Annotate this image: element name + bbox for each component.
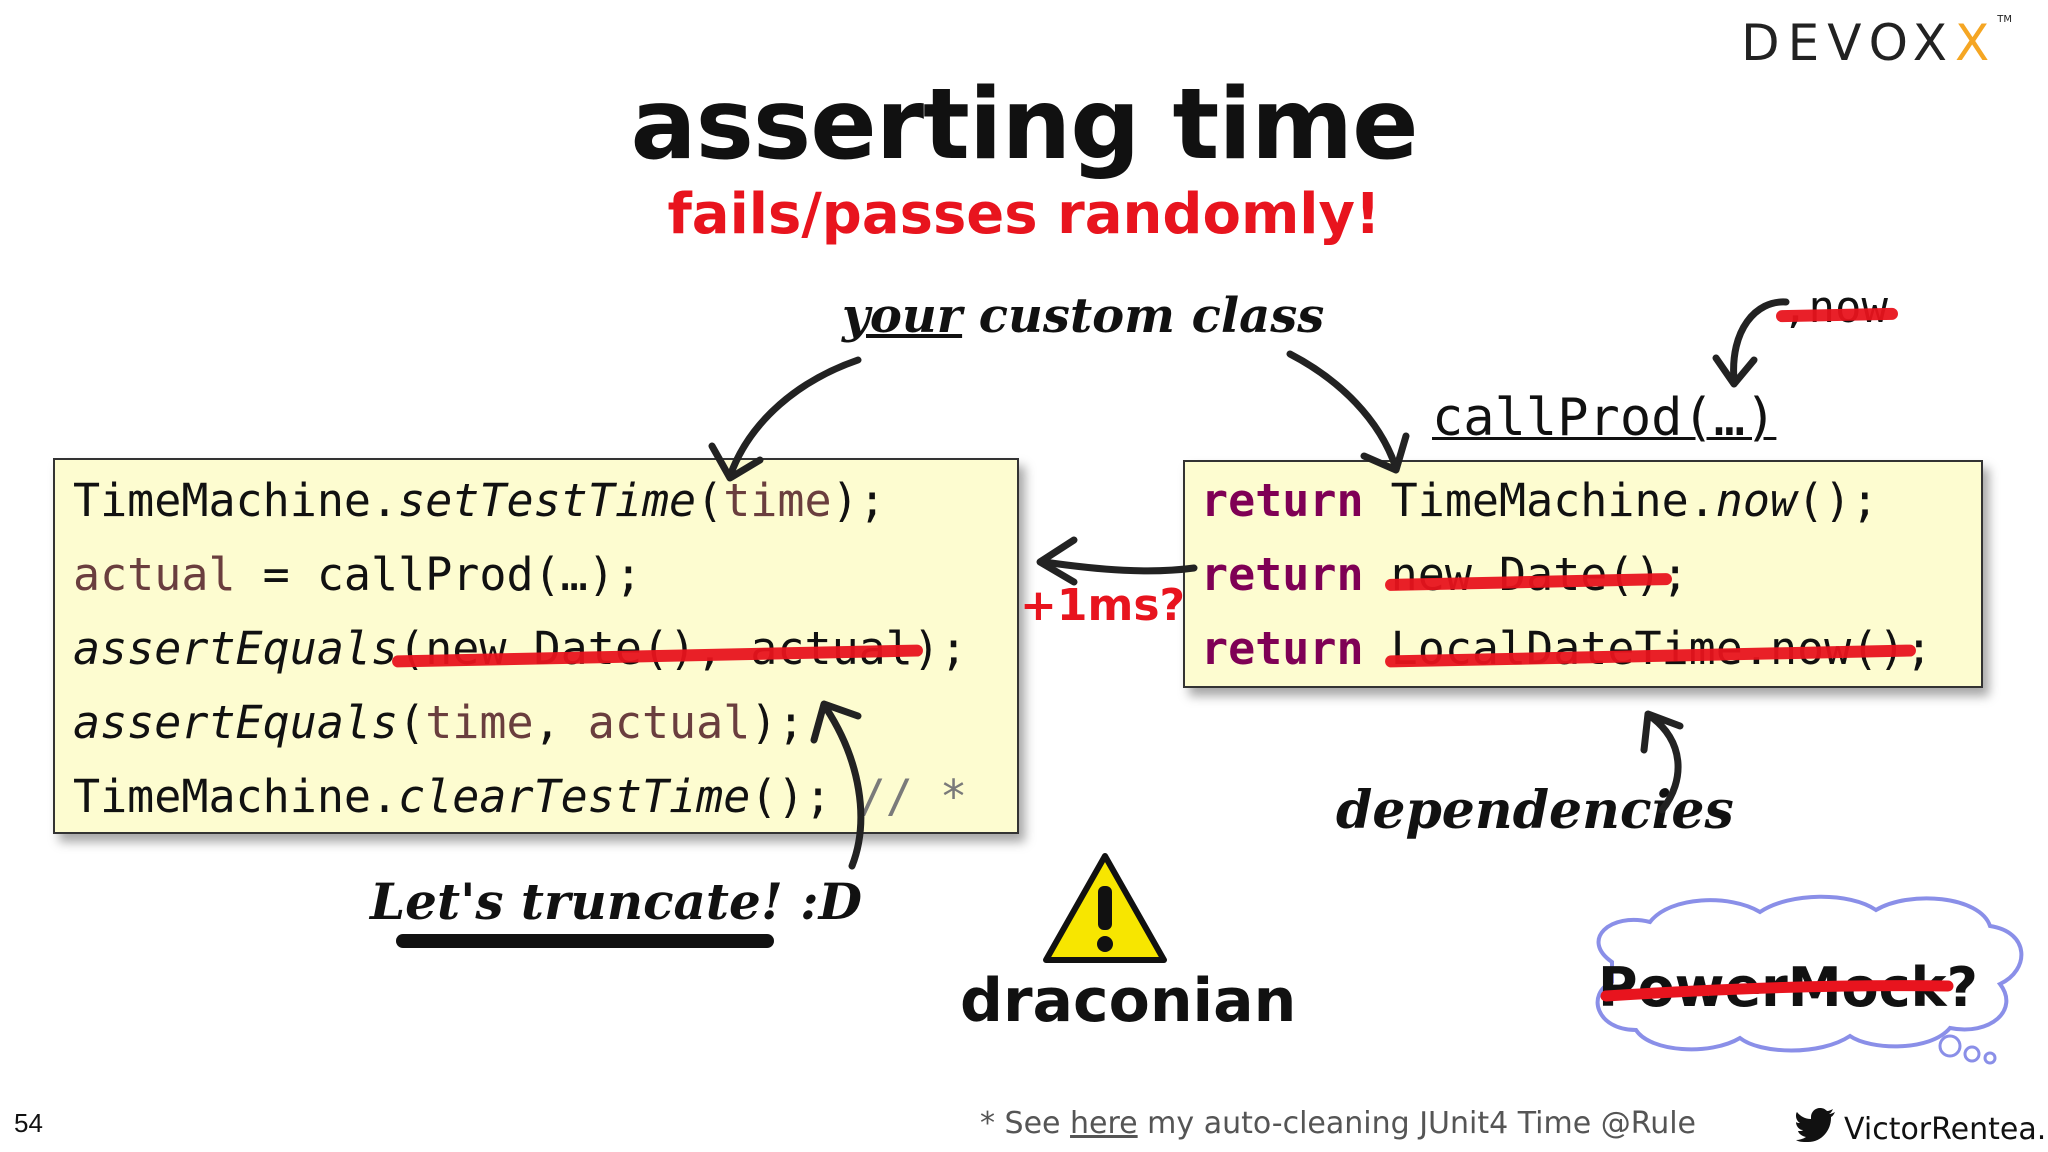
code-line-clear-test-time: TimeMachine.clearTestTime(); // * (73, 770, 968, 823)
code-line-return-new-date: return new Date(); (1201, 548, 1689, 601)
code-line-return-now: return TimeMachine.now(); (1201, 474, 1879, 527)
code-line-return-local-date-time: return LocalDateTime.now(); (1201, 622, 1933, 675)
footnote-link[interactable]: here (1070, 1106, 1138, 1141)
powermock-label: PowerMock? (1598, 956, 1978, 1019)
truncate-underline (396, 934, 774, 948)
test-code-box: TimeMachine.setTestTime(time); actual = … (53, 458, 1019, 834)
code-line-call-prod: actual = callProd(…); (73, 548, 642, 601)
code-line-set-test-time: TimeMachine.setTestTime(time); (73, 474, 886, 527)
prod-code-box: return TimeMachine.now(); return new Dat… (1183, 460, 1983, 688)
twitter-handle: VictorRentea.ro (1796, 1108, 2048, 1150)
your-custom-class-annotation: your custom class (842, 288, 1325, 344)
call-prod-label: callProd(…) (1432, 388, 1777, 448)
warning-icon (1040, 850, 1170, 970)
truncate-annotation: Let's truncate! :D (370, 872, 862, 931)
footnote: * See here my auto-cleaning JUnit4 Time … (980, 1106, 1696, 1141)
page-number: 54 (14, 1108, 43, 1138)
now-param-annotation: ,now (1782, 282, 1888, 333)
code-line-assert-struck: assertEquals(new Date(), actual); (73, 622, 968, 675)
twitter-bird-icon (1796, 1108, 1836, 1150)
dependencies-annotation: dependencies (1336, 780, 1734, 841)
slide-title: asserting time (630, 68, 1418, 182)
plus-1ms-annotation: +1ms? (1020, 580, 1186, 631)
devoxx-logo: DEVOXXTM (1741, 14, 2012, 72)
code-line-assert-time: assertEquals(time, actual); (73, 696, 805, 749)
draconian-label: draconian (960, 966, 1297, 1036)
slide-subtitle: fails/passes randomly! (667, 182, 1381, 247)
